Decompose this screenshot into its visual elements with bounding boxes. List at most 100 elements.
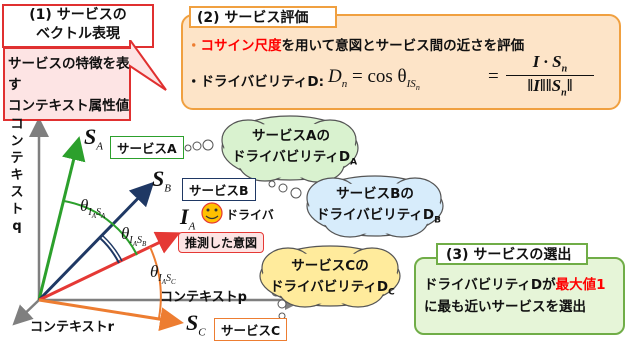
formula-eq-cos: = cos θ (351, 66, 407, 87)
vector-SB (37, 181, 155, 302)
bubble-C2 (277, 299, 287, 309)
theta-B-sub: I (129, 235, 133, 247)
cloud-A-sub: A (350, 157, 358, 168)
panel3-line1-highlight: 最大値1 (555, 277, 606, 293)
bubble-B3 (290, 187, 302, 199)
bullet1-prefix: ・ (187, 38, 201, 54)
formula-fraction: I · Sn ‖I‖‖Sn‖ (506, 52, 594, 99)
vector-IA (38, 231, 181, 302)
label-theta-A: θIASA (80, 196, 105, 220)
label-theta-B: θIASB (121, 224, 146, 248)
bullet2-label: ・ドライバビリティD: (187, 74, 325, 90)
label-SC-sub: C (198, 326, 206, 339)
axis-q-label: コ ン テ キ ス ト q (9, 116, 25, 235)
axis-q-char: キ (10, 168, 24, 183)
theta-C-sub: I (158, 273, 162, 285)
panel3-title: (3) サービスの選出 (446, 247, 572, 263)
formula-num-sub: n (561, 63, 568, 75)
label-IA: IA (180, 204, 195, 232)
cloud-B-sub: B (434, 215, 442, 226)
panel1-body: サービスの特徴を表す コンテキスト属性値 (8, 54, 138, 117)
label-theta-C: θIASC (150, 262, 176, 286)
formula-den-end: ‖ (566, 76, 573, 96)
panel3-line1-prefix: ドライバビリティDが (424, 277, 556, 293)
theta-A-sub: I (88, 207, 92, 219)
vector-SC (38, 298, 184, 332)
bubble-B1 (268, 180, 276, 188)
formula-D: D (328, 66, 342, 87)
formula-theta-subsub: n (415, 82, 420, 92)
panel2-box (181, 14, 621, 110)
label-SB: SB (152, 166, 171, 194)
bullet1-rest: を用いて意図とサービス間の近さを評価 (281, 38, 525, 54)
panel3-line1: ドライバビリティDが最大値1 (424, 274, 606, 296)
cloud-A-text: サービスAの ドライバビリティDA (232, 126, 357, 174)
theta-B-sub2: A (132, 240, 137, 249)
axis-q-char: ン (10, 134, 24, 149)
panel1-body-line1: サービスの特徴を表す (8, 56, 130, 93)
bubble-A1 (184, 144, 192, 152)
bubble-A2 (192, 141, 202, 151)
label-SA-sub: A (96, 140, 103, 153)
axis-q-char: ト (10, 202, 24, 217)
axis-p-label: コンテキストp (160, 290, 247, 305)
axis-q-char: コ (10, 117, 24, 132)
arc-theta-C (149, 246, 162, 319)
cloud-C-text: サービスCの ドライバビリティDC (270, 256, 395, 304)
theta-C-symbol: θ (150, 262, 159, 281)
vector-SA (37, 136, 86, 301)
service-C-label: サービスC (214, 318, 288, 341)
arc-theta-B2 (102, 235, 123, 262)
theta-C-sub2: A (161, 278, 166, 287)
formula-den: ‖I‖‖S (527, 76, 562, 96)
intent-label: 推測した意図 (178, 232, 265, 253)
arc-theta-B (99, 237, 120, 264)
label-SA-main: S (84, 124, 97, 149)
panel3-line2: に最も近いサービスを選出 (424, 299, 586, 315)
bubble-B2 (278, 183, 288, 193)
axis-q-char: ス (10, 185, 24, 200)
cloud-B-line1: サービスBの (336, 186, 414, 202)
service-A-label: サービスA (110, 136, 184, 159)
theta-C-sub3: S (165, 273, 171, 285)
panel2-title-box: (2) サービス評価 (189, 6, 337, 28)
theta-C-sub4: C (170, 278, 176, 287)
theta-A-sub3: S (95, 207, 101, 219)
panel2-title: (2) サービス評価 (197, 10, 309, 26)
cloud-B-line2: ドライバビリティD (316, 207, 435, 223)
panel1-title-line1: (1) サービスの (29, 7, 127, 23)
label-IA-main: I (180, 204, 189, 229)
panel2-bullet1: ・コサイン尺度を用いて意図とサービス間の近さを評価 (187, 34, 524, 54)
formula-denominator: ‖I‖‖Sn‖ (506, 76, 594, 98)
theta-A-sub2: A (91, 212, 96, 221)
axis-r-label: コンテキストr (30, 320, 115, 335)
formula-theta-sub: IS (406, 77, 416, 90)
panel2-bullet2-label: ・ドライバビリティD: (187, 70, 324, 90)
label-IA-sub: A (188, 220, 196, 233)
label-SC-main: S (186, 310, 199, 335)
axis-q-char: q (12, 219, 22, 234)
service-B-label: サービスB (182, 178, 256, 201)
axis-r (12, 299, 40, 326)
theta-B-sub4: B (141, 240, 147, 249)
cloud-C-line1: サービスCの (291, 258, 369, 274)
theta-B-symbol: θ (121, 224, 130, 243)
label-SB-sub: B (164, 182, 171, 195)
driver-smiley-icon (201, 202, 223, 224)
label-SA: SA (84, 124, 103, 152)
panel1-title-line2: ベクトル表現 (36, 26, 120, 42)
formula-D-sub: n (341, 77, 348, 90)
bubble-A3 (202, 139, 214, 151)
cloud-A-line2: ドライバビリティD (232, 149, 351, 165)
formula-eq2: = (488, 66, 499, 87)
cloud-A-line1: サービスAの (252, 128, 330, 144)
panel1-body-line2: コンテキスト属性値 (8, 98, 130, 114)
formula-lhs: Dn = cos θISn (328, 66, 420, 92)
theta-A-symbol: θ (80, 196, 89, 215)
formula-num: I · S (532, 52, 562, 71)
theta-B-sub3: S (136, 235, 142, 247)
label-SC: SC (186, 310, 206, 338)
formula-numerator: I · Sn (506, 52, 594, 77)
label-SB-main: S (152, 166, 165, 191)
